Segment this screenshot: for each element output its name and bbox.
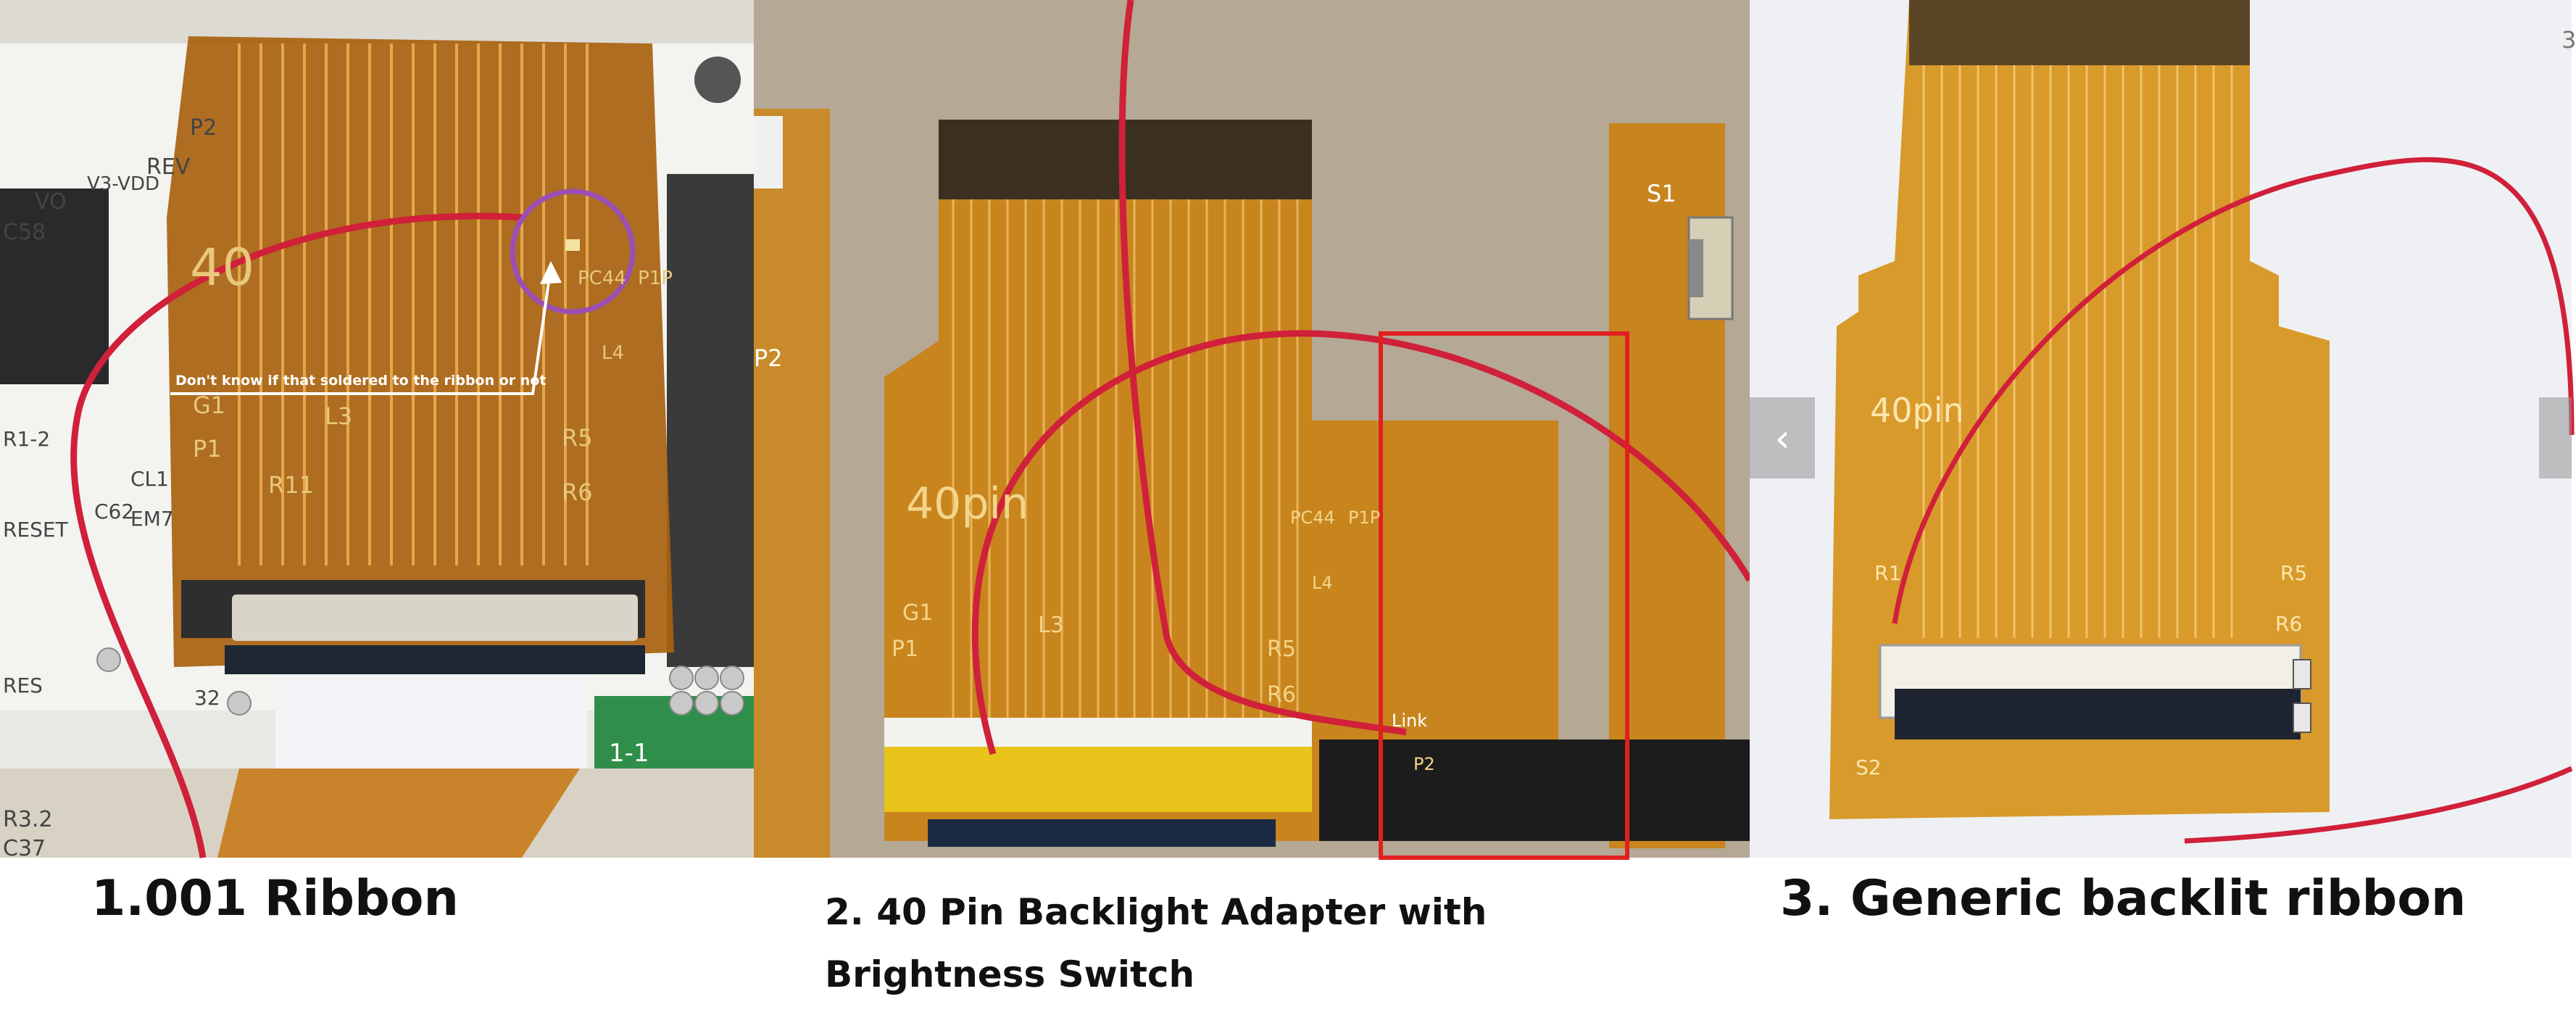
label-rev: REV [146, 154, 191, 180]
label-reset: RESET [3, 518, 69, 542]
label-s1: S1 [1647, 180, 1677, 207]
photo-generic-ribbon-drawing: 40pin R1 R5 R6 S2 [1750, 0, 2575, 858]
label-r6: R6 [2275, 612, 2302, 636]
label-cl1: CL1 [130, 467, 169, 491]
label-c62: C62 [94, 500, 134, 523]
carousel-prev-button[interactable]: ‹ [1750, 397, 1815, 478]
chevron-left-icon: ‹ [1774, 415, 1790, 461]
photo-generic-ribbon: 40pin R1 R5 R6 S2 [1750, 0, 2575, 858]
label-res: RES [3, 674, 43, 697]
caption-40pin-adapter: 2. 40 Pin Backlight Adapter with Brightn… [825, 891, 1487, 995]
label-40pin: 40pin [1870, 391, 1964, 430]
label-p1p: P1P [638, 268, 673, 289]
label-c37: C37 [3, 836, 46, 861]
label-l3: L3 [325, 402, 352, 430]
carousel-next-button[interactable] [2539, 397, 2572, 478]
label-p1: P1 [193, 435, 222, 463]
label-g1: G1 [902, 600, 933, 626]
label-32: 32 [194, 686, 220, 710]
label-p1p: P1P [1348, 508, 1380, 528]
photo-001-ribbon-drawing: 40 PC44 P1P L4 G1 P1 L3 R5 R6 R11 P2 REV… [0, 0, 754, 861]
label-r1: R1 [1874, 561, 1901, 585]
annotation-text: Don't know if that soldered to the ribbo… [175, 373, 547, 389]
label-em7: EM7 [130, 507, 174, 531]
label-40pin: 40pin [906, 478, 1029, 529]
label-s2: S2 [1856, 755, 1882, 779]
label-r32: R3.2 [3, 807, 53, 832]
label-r5: R5 [2280, 561, 2307, 585]
label-r5: R5 [562, 424, 593, 452]
caption-001-ribbon: 1.001 Ribbon [91, 870, 459, 927]
label-link: Link [1392, 710, 1427, 731]
label-r6: R6 [1267, 682, 1296, 708]
caption-generic-ribbon: 3. Generic backlit ribbon [1780, 870, 2467, 927]
label-40: 40 [190, 238, 254, 297]
label-vo: VO [35, 189, 67, 215]
label-g1: G1 [193, 392, 225, 419]
label-p2: P2 [190, 115, 217, 141]
label-r11: R11 [268, 471, 314, 499]
label-l4: L4 [1312, 573, 1333, 593]
label-r5: R5 [1267, 637, 1296, 662]
label-c58: C58 [3, 220, 46, 245]
label-p2: P2 [1413, 754, 1435, 774]
label-l4: L4 [602, 342, 624, 364]
edge-counter: 3 [2562, 26, 2576, 54]
label-l3: L3 [1038, 613, 1064, 638]
label-v3vdd: V3-VDD [87, 173, 159, 195]
photo-001-ribbon: 40 PC44 P1P L4 G1 P1 L3 R5 R6 R11 P2 REV… [0, 0, 754, 861]
label-pc44: PC44 [578, 268, 626, 289]
photo-40pin-adapter-drawing: S1 40pin PC44 P1P L4 G1 P1 L3 R5 R6 Link… [754, 0, 1754, 860]
label-left-p2: P2 [754, 344, 783, 372]
label-r12: R1-2 [3, 427, 50, 451]
label-r6: R6 [562, 478, 593, 506]
photo-40pin-adapter: S1 40pin PC44 P1P L4 G1 P1 L3 R5 R6 Link… [754, 0, 1754, 860]
label-1-1: 1-1 [609, 739, 649, 768]
label-p1: P1 [892, 637, 918, 662]
label-pc44: PC44 [1290, 508, 1335, 528]
